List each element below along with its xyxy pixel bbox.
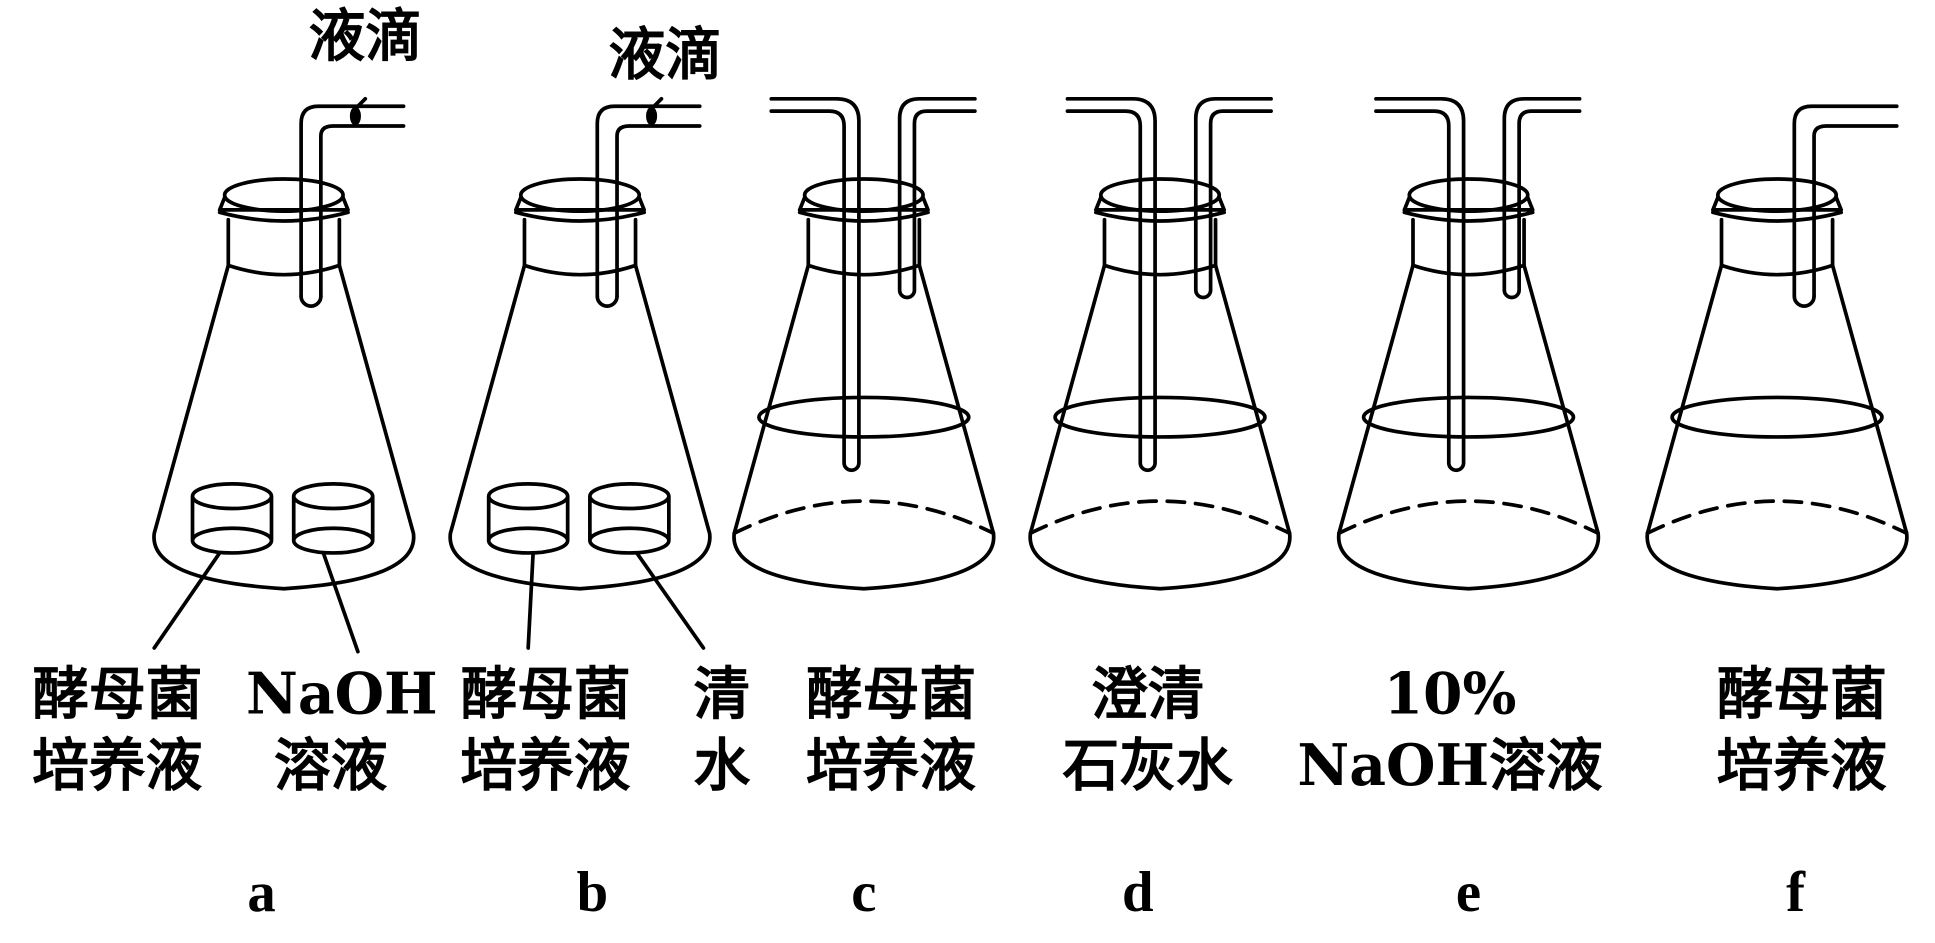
label-f-1: 酵母菌 [1717, 661, 1887, 727]
flask-f-body [1645, 263, 1909, 591]
flask-e-stopper-top [1407, 177, 1530, 213]
flask-a-neck [226, 217, 342, 277]
label-a-naoh-2: 溶液 [274, 733, 388, 799]
flask-a-stopper-ring [217, 195, 350, 223]
flask-f-liquid-surface [1670, 395, 1884, 439]
label-b-water-2: 水 [694, 733, 751, 799]
flask-c-stopper-ring [797, 195, 930, 223]
label-e-1: 10% [1384, 661, 1517, 727]
flask-a-pointer-lines [152, 551, 360, 654]
flask-f-neck [1719, 217, 1835, 277]
label-a-yeast-2: 培养液 [32, 733, 203, 799]
label-b-yeast-1: 酵母菌 [460, 661, 630, 727]
flask-c-neck [806, 217, 922, 277]
flask-c-short-tube [897, 96, 977, 300]
flask-d-liquid-surface [1053, 395, 1267, 439]
label-b-water-1: 清 [694, 661, 751, 727]
flask-f-tube-end [1792, 294, 1816, 308]
flask-b-stopper-ring [513, 195, 647, 223]
flask-d-short-tube [1193, 96, 1273, 300]
flask-a-tube-end [299, 294, 323, 308]
label-a-naoh-1: NaOH [246, 661, 438, 727]
flask-e-liquid-surface [1361, 395, 1576, 439]
droplet-label-a: 液滴 [309, 4, 423, 70]
flask-d-stopper-top [1098, 177, 1222, 213]
flask-e-bottom-back [1337, 499, 1600, 536]
flask-e-stopper-ring [1402, 195, 1535, 223]
label-a-yeast-1: 酵母菌 [32, 661, 202, 727]
flask-a-stopper-top [222, 177, 345, 213]
flask-b-beaker-2 [588, 481, 671, 555]
flask-a-beaker-1 [190, 481, 274, 555]
flask-e-body [1336, 263, 1601, 591]
flask-b-stopper-top [518, 177, 642, 213]
flask-b-body [448, 263, 712, 591]
droplet-label-b: 液滴 [608, 22, 722, 88]
flask-c-stopper-top [802, 177, 925, 213]
letter-c: c [851, 861, 876, 924]
flask-f-stopper-ring [1711, 195, 1844, 223]
flask-b-tube-end [595, 294, 619, 308]
flask-f-tube-inner [1812, 124, 1899, 299]
flask-f-stopper-top [1715, 177, 1839, 213]
letter-d: d [1122, 861, 1154, 924]
flask-f-bottom-back [1645, 499, 1909, 536]
flask-b-pointer-lines [526, 551, 706, 650]
flask-a-body [152, 263, 416, 591]
letter-e: e [1456, 861, 1481, 924]
flask-e-short-tube [1502, 96, 1582, 300]
flask-a-beaker-2 [291, 481, 375, 555]
letter-f: f [1786, 861, 1806, 924]
flask-b-beaker-1 [486, 481, 570, 555]
label-c-1: 酵母菌 [806, 661, 976, 727]
flask-d-bottom-back [1028, 499, 1292, 536]
flask-c-body [732, 263, 996, 591]
flask-a-droplet-marker [349, 96, 368, 126]
flask-c-liquid-surface [757, 395, 971, 439]
flask-b-droplet-marker [646, 96, 664, 126]
flask-b-neck [522, 217, 638, 277]
letter-b: b [577, 861, 609, 924]
label-f-2: 培养液 [1717, 733, 1888, 799]
flask-d-neck [1102, 217, 1218, 277]
flask-b-tube-inner [615, 124, 702, 299]
flask-c-bottom-back [732, 499, 996, 536]
label-d-2: 石灰水 [1063, 733, 1234, 799]
flask-e-long-tube [1374, 96, 1466, 473]
letter-a: a [247, 861, 275, 924]
flask-b-tube-outer [595, 104, 702, 299]
label-e-2: NaOH溶液 [1297, 733, 1602, 799]
label-d-1: 澄清 [1091, 661, 1205, 727]
flask-d-long-tube [1065, 96, 1157, 473]
label-b-yeast-2: 培养液 [460, 733, 631, 799]
flask-a-tube-inner [319, 124, 406, 299]
flask-f-tube-outer [1792, 104, 1899, 299]
flask-d-body [1028, 263, 1292, 591]
flask-a-tube-outer [299, 104, 406, 299]
flask-d-stopper-ring [1093, 195, 1227, 223]
flask-e-neck [1411, 217, 1526, 277]
label-c-2: 培养液 [806, 733, 977, 799]
flask-c-long-tube [769, 96, 861, 473]
